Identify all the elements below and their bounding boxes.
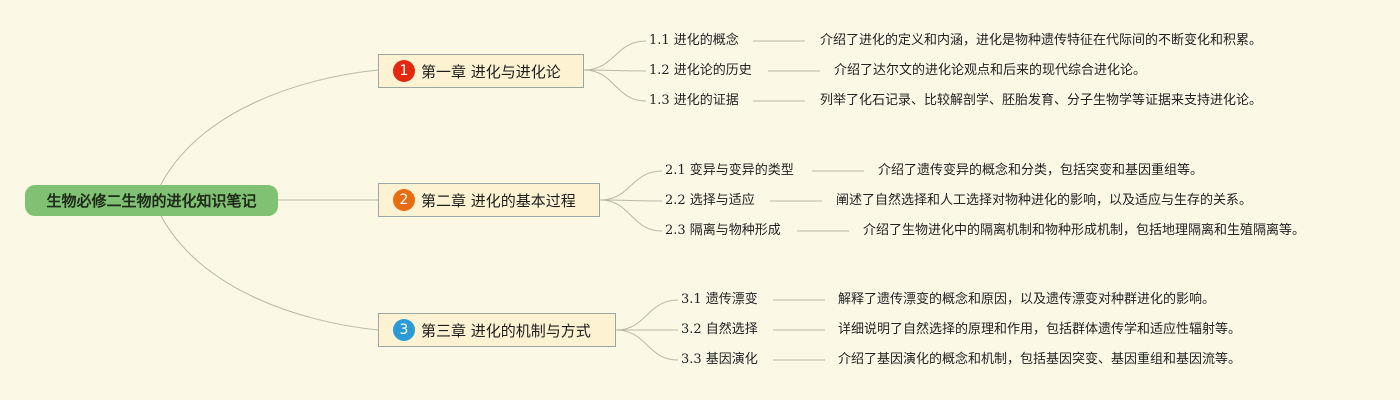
topic-2-1[interactable]: 2.1 变异与变异的类型	[665, 163, 794, 178]
link-chapter-1-topic-1	[583, 40, 647, 71]
desc-2-3[interactable]: 介绍了生物进化中的隔离机制和物种形成机制，包括地理隔离和生殖隔离等。	[863, 223, 1306, 238]
desc-1-3[interactable]: 列举了化石记录、比较解剖学、胚胎发育、分子生物学等证据来支持进化论。	[820, 93, 1263, 108]
link-root-chapter-1	[159, 69, 379, 187]
link-root-chapter-3	[159, 213, 379, 331]
link-chapter-3-topic-3	[615, 329, 679, 361]
root-topic-label: 生物必修二生物的进化知识笔记	[46, 192, 257, 210]
link-chapter-2-topic-3	[599, 199, 663, 232]
chapter-3-badge: 3	[393, 319, 415, 341]
desc-1-1[interactable]: 介绍了进化的定义和内涵，进化是物种遗传特征在代际间的不断变化和积累。	[820, 33, 1263, 48]
link-chapter-1-topic-2	[583, 69, 647, 72]
topic-1-1[interactable]: 1.1 进化的概念	[649, 33, 739, 48]
chapter-2-badge: 2	[393, 189, 415, 211]
desc-2-2[interactable]: 阐述了自然选择和人工选择对物种进化的影响，以及适应与生存的关系。	[836, 193, 1253, 208]
desc-1-2[interactable]: 介绍了达尔文的进化论观点和后来的现代综合进化论。	[834, 63, 1147, 78]
desc-3-3[interactable]: 介绍了基因演化的概念和机制，包括基因突变、基因重组和基因流等。	[838, 352, 1242, 367]
link-chapter-2-topic-1	[599, 170, 663, 201]
desc-3-2[interactable]: 详细说明了自然选择的原理和作用，包括群体遗传学和适应性辐射等。	[838, 322, 1242, 337]
chapter-1-badge: 1	[393, 60, 415, 82]
link-chapter-3-topic-1	[615, 299, 679, 331]
link-chapter-2-topic-2	[599, 199, 663, 202]
root-topic[interactable]: 生物必修二生物的进化知识笔记	[25, 185, 278, 216]
topic-3-2[interactable]: 3.2 自然选择	[681, 322, 758, 337]
topic-1-3[interactable]: 1.3 进化的证据	[649, 93, 739, 108]
chapter-1-title: 第一章 进化与进化论	[421, 62, 561, 81]
chapter-2-title: 第二章 进化的基本过程	[421, 191, 576, 210]
topic-2-2[interactable]: 2.2 选择与适应	[665, 193, 755, 208]
topic-3-3[interactable]: 3.3 基因演化	[681, 352, 758, 367]
chapter-1-node[interactable]: 1 第一章 进化与进化论	[378, 54, 584, 88]
topic-3-1[interactable]: 3.1 遗传漂变	[681, 292, 758, 307]
chapter-3-title: 第三章 进化的机制与方式	[421, 321, 591, 340]
chapter-2-node[interactable]: 2 第二章 进化的基本过程	[378, 183, 600, 217]
desc-3-1[interactable]: 解释了遗传漂变的概念和原因，以及遗传漂变对种群进化的影响。	[838, 292, 1216, 307]
desc-2-1[interactable]: 介绍了遗传变异的概念和分类，包括突变和基因重组等。	[878, 163, 1204, 178]
topic-2-3[interactable]: 2.3 隔离与物种形成	[665, 223, 781, 238]
chapter-3-node[interactable]: 3 第三章 进化的机制与方式	[378, 313, 616, 347]
topic-1-2[interactable]: 1.2 进化论的历史	[649, 63, 752, 78]
link-chapter-1-topic-3	[583, 69, 647, 102]
